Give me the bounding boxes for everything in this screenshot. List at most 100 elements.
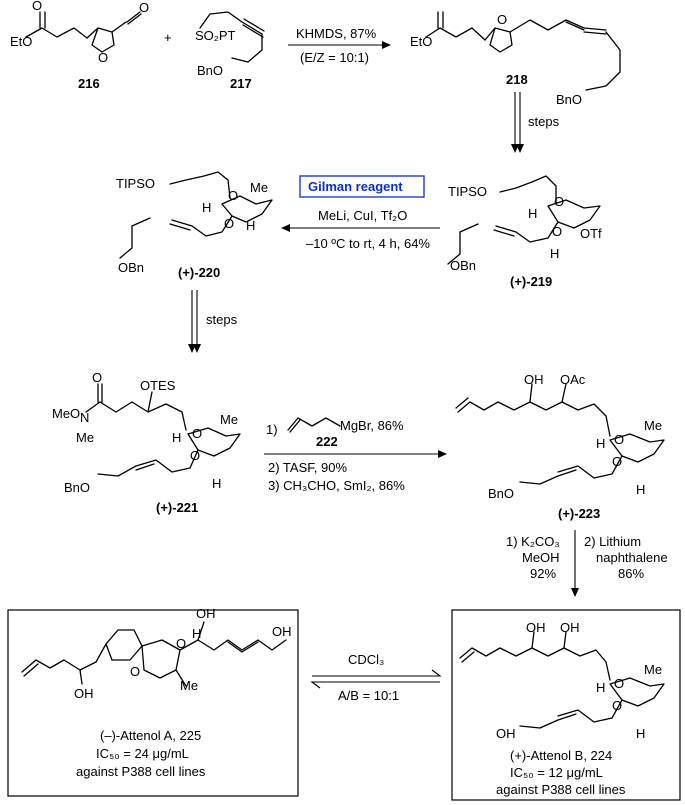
reaction-arrow-3: 1) MgBr, 86% 222 2) TASF, 90% 3) CH₃CHO,… — [264, 417, 447, 493]
compound-216-label: 216 — [78, 76, 100, 91]
ester-oxygen: O — [32, 0, 42, 13]
reaction-arrow-4: 1) K₂CO₃ MeOH 92% 2) Lithium naphthalene… — [506, 530, 668, 597]
h-label-221a: H — [172, 430, 181, 445]
furan-oxygen: O — [98, 50, 108, 65]
attenol-b-name: (+)-Attenol B, 224 — [510, 748, 612, 763]
attenol-a-box — [7, 609, 299, 797]
compound-222-label: 222 — [316, 434, 338, 449]
me-label-224: Me — [644, 662, 662, 677]
h-label-224a: H — [596, 680, 605, 695]
compound-217: SO₂PT BnO 217 — [195, 11, 265, 91]
grignard-step-number: 1) — [266, 422, 278, 437]
gilman-reagents: MeLi, CuI, Tf₂O — [318, 208, 407, 223]
equilibrium-ratio: A/B = 10:1 — [338, 688, 399, 703]
h-label-219a: H — [528, 206, 537, 221]
bno-label-217: BnO — [197, 63, 223, 78]
oh-label-225b: OH — [196, 606, 216, 621]
gilman-label: Gilman reagent — [308, 179, 403, 194]
compound-216: EtO O O O 216 — [10, 0, 149, 91]
grignard-reagent: MgBr, 86% — [340, 418, 404, 433]
compound-219-label: (+)-219 — [510, 274, 552, 289]
reaction-arrow-2: Gilman reagent MeLi, CuI, Tf₂O –10 ºC to… — [281, 175, 440, 251]
h-label-223a: H — [596, 436, 605, 451]
furan-oxygen-218: O — [497, 12, 507, 27]
attenol-b-ic50: IC₅₀ = 12 μg/mL — [510, 765, 603, 780]
o-label-223a: O — [614, 432, 624, 447]
tasf-step: 2) TASF, 90% — [268, 460, 347, 475]
h-label-220a: H — [202, 200, 211, 215]
oh-label-224c: OH — [496, 726, 516, 741]
lithium-step: 2) Lithium — [584, 534, 641, 549]
eto-label: EtO — [10, 34, 32, 49]
khmds-reagent: KHMDS, 87% — [296, 26, 377, 41]
eto-label-218: EtO — [410, 34, 432, 49]
plus-sign: + — [164, 30, 172, 45]
reaction-arrow-steps-2: steps — [188, 290, 238, 353]
h-label-223b: H — [636, 482, 645, 497]
n-label: N — [80, 410, 89, 425]
yield-86: 86% — [618, 566, 644, 581]
attenol-a-name: (–)-Attenol A, 225 — [100, 728, 201, 743]
otf-label: OTf — [580, 226, 602, 241]
k2co3-step: 1) K₂CO₃ — [506, 534, 560, 549]
attenol-a-cell-lines: against P388 cell lines — [76, 764, 206, 779]
steps-label-1: steps — [528, 114, 560, 129]
me-label-220: Me — [250, 180, 268, 195]
o-label-219b: O — [552, 224, 562, 239]
compound-217-label: 217 — [230, 76, 252, 91]
h-label-221b: H — [212, 476, 221, 491]
h-label-219b: H — [550, 246, 559, 261]
o-label-224a: O — [614, 676, 624, 691]
o-label-223b: O — [612, 454, 622, 469]
compound-219: TIPSO H H O O OTf OBn (+)-219 — [447, 175, 602, 289]
compound-221: O OTES MeO N Me Me O O H H BnO (+)-221 — [52, 370, 241, 515]
steps-label-2: steps — [206, 312, 238, 327]
me-label-225: Me — [180, 678, 198, 693]
so2pt-label: SO₂PT — [195, 28, 236, 43]
meo-label: MeO — [52, 406, 80, 421]
o-label-224b: O — [612, 698, 622, 713]
o-label-221a: O — [192, 426, 202, 441]
attenol-b-box — [451, 609, 681, 801]
oh-label-224a: OH — [526, 620, 546, 635]
oh-label-223: OH — [524, 372, 544, 387]
o-label-219a: O — [554, 194, 564, 209]
naphthalene-label: naphthalene — [596, 550, 668, 565]
otes-label: OTES — [140, 378, 176, 393]
obn-label-219: OBn — [450, 258, 476, 273]
carbonyl-oxygen-221: O — [92, 370, 102, 385]
n-methyl-label: Me — [76, 430, 94, 445]
compound-221-label: (+)-221 — [156, 500, 198, 515]
h-label-224b: H — [636, 726, 645, 741]
smi2-step: 3) CH₃CHO, SmI₂, 86% — [268, 478, 405, 493]
o-label-220a: O — [228, 188, 238, 203]
compound-223: OH OAc Me O O H H BnO (+)-223 — [455, 372, 665, 521]
ez-ratio: (E/Z = 10:1) — [300, 50, 369, 65]
me-label-223: Me — [644, 418, 662, 433]
compound-218-label: 218 — [506, 72, 528, 87]
bno-label-221: BnO — [64, 480, 90, 495]
h-label-225: H — [192, 626, 201, 641]
obn-label-220: OBn — [118, 260, 144, 275]
o-label-225b: O — [130, 664, 140, 679]
o-label-225a: O — [176, 636, 186, 651]
oh-label-224b: OH — [560, 620, 580, 635]
reaction-arrow-steps-1: steps — [511, 92, 560, 153]
equilibrium-arrow: CDCl₃ A/B = 10:1 — [310, 652, 442, 703]
attenol-a-structure: OH OH OH O O Me H — [21, 606, 292, 701]
h-label-220b: H — [246, 218, 255, 233]
aldehyde-oxygen: O — [139, 0, 149, 15]
o-label-220b: O — [224, 216, 234, 231]
yield-92: 92% — [530, 566, 556, 581]
attenol-b-structure: OH OH Me O O H H OH — [459, 620, 665, 741]
cdcl3-label: CDCl₃ — [348, 652, 384, 667]
tipso-label-220: TIPSO — [116, 176, 155, 191]
compound-223-label: (+)-223 — [558, 506, 600, 521]
oh-label-225a: OH — [272, 624, 292, 639]
oac-label: OAc — [560, 372, 586, 387]
bno-label-218: BnO — [556, 92, 582, 107]
compound-220-label: (+)-220 — [178, 265, 220, 280]
me-label-221: Me — [220, 412, 238, 427]
gilman-box — [299, 175, 425, 198]
